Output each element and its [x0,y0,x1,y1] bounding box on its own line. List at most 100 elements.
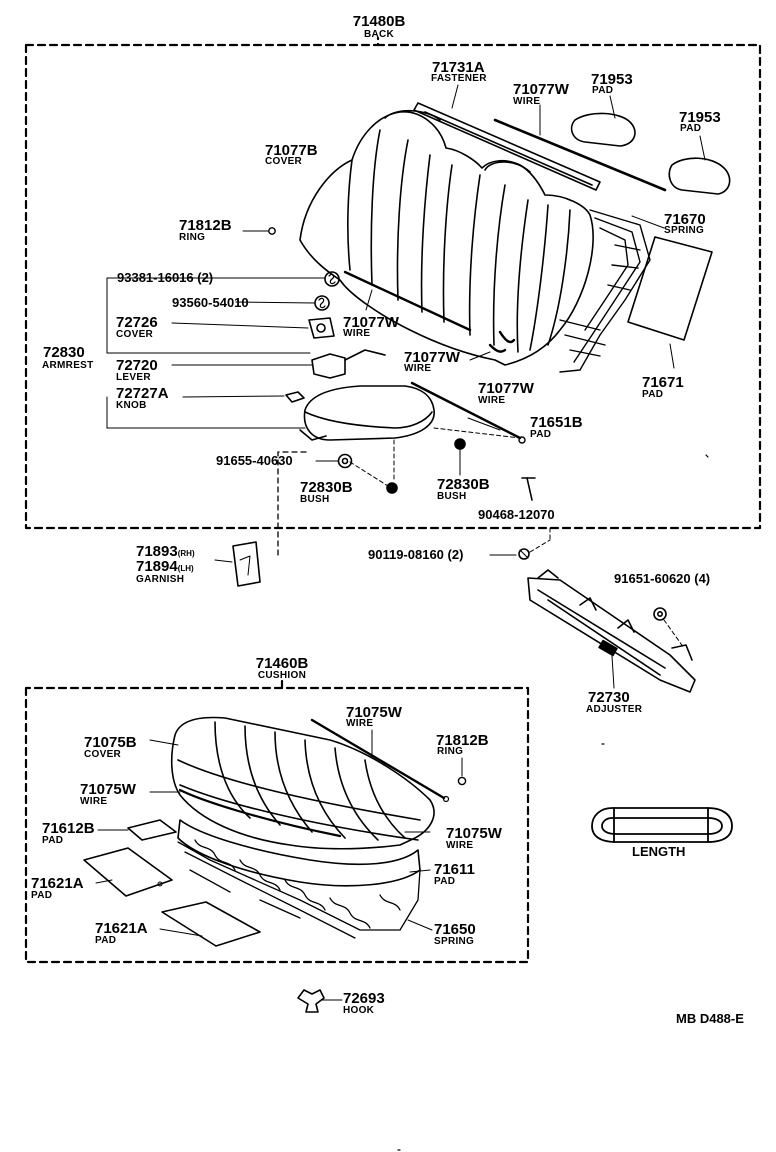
wire-top-drawing [493,118,667,192]
wire-71075w-top-drawing [310,718,450,803]
armrest-drawing [299,385,435,441]
pad-71953-a-part-no: 71953 [591,71,633,88]
leader-lines-back [106,230,501,487]
cover-71077b-part-no: 71077B [265,142,318,159]
pad-71612b-drawing [127,819,177,841]
bush-b-part-no: 72830B [437,476,490,493]
pad-71651b-part-no: 71651B [530,414,583,431]
length-clip-drawing [591,807,733,843]
figure-reference: MB D488-E [676,1011,744,1026]
length-legend-label: LENGTH [632,844,686,859]
wire-lower-drawing [410,381,526,444]
nut-90119-drawing [518,548,530,560]
wire-mid-drawing [343,270,516,353]
wire-low2-part-no: 71077W [478,380,534,397]
pad-71671-name: PAD [642,389,664,400]
pin-90468-drawing [521,477,536,501]
pad-71953-drawing-a [570,112,636,147]
ring-cushion-part-no: 71812B [436,732,489,749]
garnish-71894-no: 71894 [136,558,178,575]
cover-72726-part-no: 72726 [116,314,158,331]
back-group-part-no: 71480B [352,13,406,30]
cushion-group-part-no: 71460B [255,655,309,672]
cushion-spring-drawing [177,839,421,939]
wire-71075w-left-drawing [178,788,342,838]
cushion-group-name: CUSHION [257,670,307,681]
pad-71612b-part-no: 71612B [42,820,95,837]
wire-71075w-left-name: WIRE [80,796,108,807]
pad-71621a-a-part-no: 71621A [31,875,84,892]
pin-90468-part-no: 90468-12070 [478,507,555,522]
adjuster-part-no: 72730 [588,689,630,706]
ring-back-part-no: 71812B [179,217,232,234]
fastener-part-no: 71731A [432,59,485,76]
wire-low2-name: WIRE [478,395,506,406]
wire-71075w-right-name: WIRE [446,840,474,851]
pad-71953-a-name: PAD [592,85,614,96]
cushion-group-frame [24,678,530,964]
pad-71621a-a-drawing [83,847,173,897]
screw-drawings [314,271,340,311]
garnish-71893-no: 71893 [136,543,178,560]
bolt-91655-part-no: 91655-40630 [216,453,293,468]
garnish-71894-suffix: (LH) [177,564,194,573]
fastener-name: FASTENER [431,73,487,84]
pad-71671-drawing [627,236,713,369]
garnish-leader [277,451,311,556]
spring-71670-name: SPRING [664,225,705,236]
wire-top-part-no: 71077W [513,81,569,98]
ring-back-name: RING [179,232,206,243]
bolt-91651-part-no: 91651-60620 (4) [614,571,711,586]
wire-lower-name: WIRE [404,363,432,374]
wire-71075w-top-name: WIRE [346,718,374,729]
fastener-drawing [413,102,601,191]
lever-drawing [311,349,386,379]
pad-71621a-a-name: PAD [31,890,53,901]
knob-drawing [285,391,305,403]
screw-93560-part-no: 93560-54010 [172,295,249,310]
garnish-drawing [232,541,261,587]
bolt-91651-drawing [653,607,667,621]
pad-71621a-b-name: PAD [95,935,117,946]
garnish-name: GARNISH [136,574,185,585]
cover-71075b-part-no: 71075B [84,734,137,751]
pad-71953-drawing-b [668,157,731,195]
pad-71621a-b-part-no: 71621A [95,920,148,937]
bush-b-name: BUSH [437,491,467,502]
knob-part-no: 72727A [116,385,169,402]
pad-71611-part-no: 71611 [434,861,475,878]
bolt-91655-drawing [337,453,353,469]
cushion-cover-drawing [170,716,435,850]
garnish-71893-suffix: (RH) [177,549,195,558]
cover-71077b-name: COVER [265,156,303,167]
lever-name: LEVER [116,372,151,383]
armrest-part-no: 72830 [43,344,85,361]
pad-71953-b-part-no: 71953 [679,109,721,126]
cover-71075b-name: COVER [84,749,122,760]
hook-name: HOOK [343,1005,375,1016]
bush-a-part-no: 72830B [300,479,353,496]
garnish-71894-part-no: 71894(LH) [136,559,194,574]
bush-a-name: BUSH [300,494,330,505]
ring-cushion-name: RING [437,746,464,757]
armrest-name: ARMREST [42,360,94,371]
wire-mid-part-no: 71077W [343,314,399,331]
bush-72830b-b-drawing [454,438,466,450]
adjuster-name: ADJUSTER [586,704,643,715]
bush-72830b-a-drawing [386,482,398,494]
screw-93381-part-no: 93381-16016 (2) [117,270,214,285]
hook-drawing [297,989,325,1013]
knob-name: KNOB [116,400,147,411]
wire-71075w-right-part-no: 71075W [446,825,502,842]
adjuster-drawing [527,569,696,693]
pad-71953-b-name: PAD [680,123,702,134]
ring-cushion-drawing [457,776,467,786]
spring-71650-name: SPRING [434,936,475,947]
cover-72726-name: COVER [116,329,154,340]
cover-72726-drawing [308,317,335,339]
seat-back-frame-drawing [559,209,651,373]
wire-top-name: WIRE [513,96,541,107]
seat-back-cover-drawing [299,109,594,366]
nut-90119-part-no: 90119-08160 (2) [368,547,464,562]
